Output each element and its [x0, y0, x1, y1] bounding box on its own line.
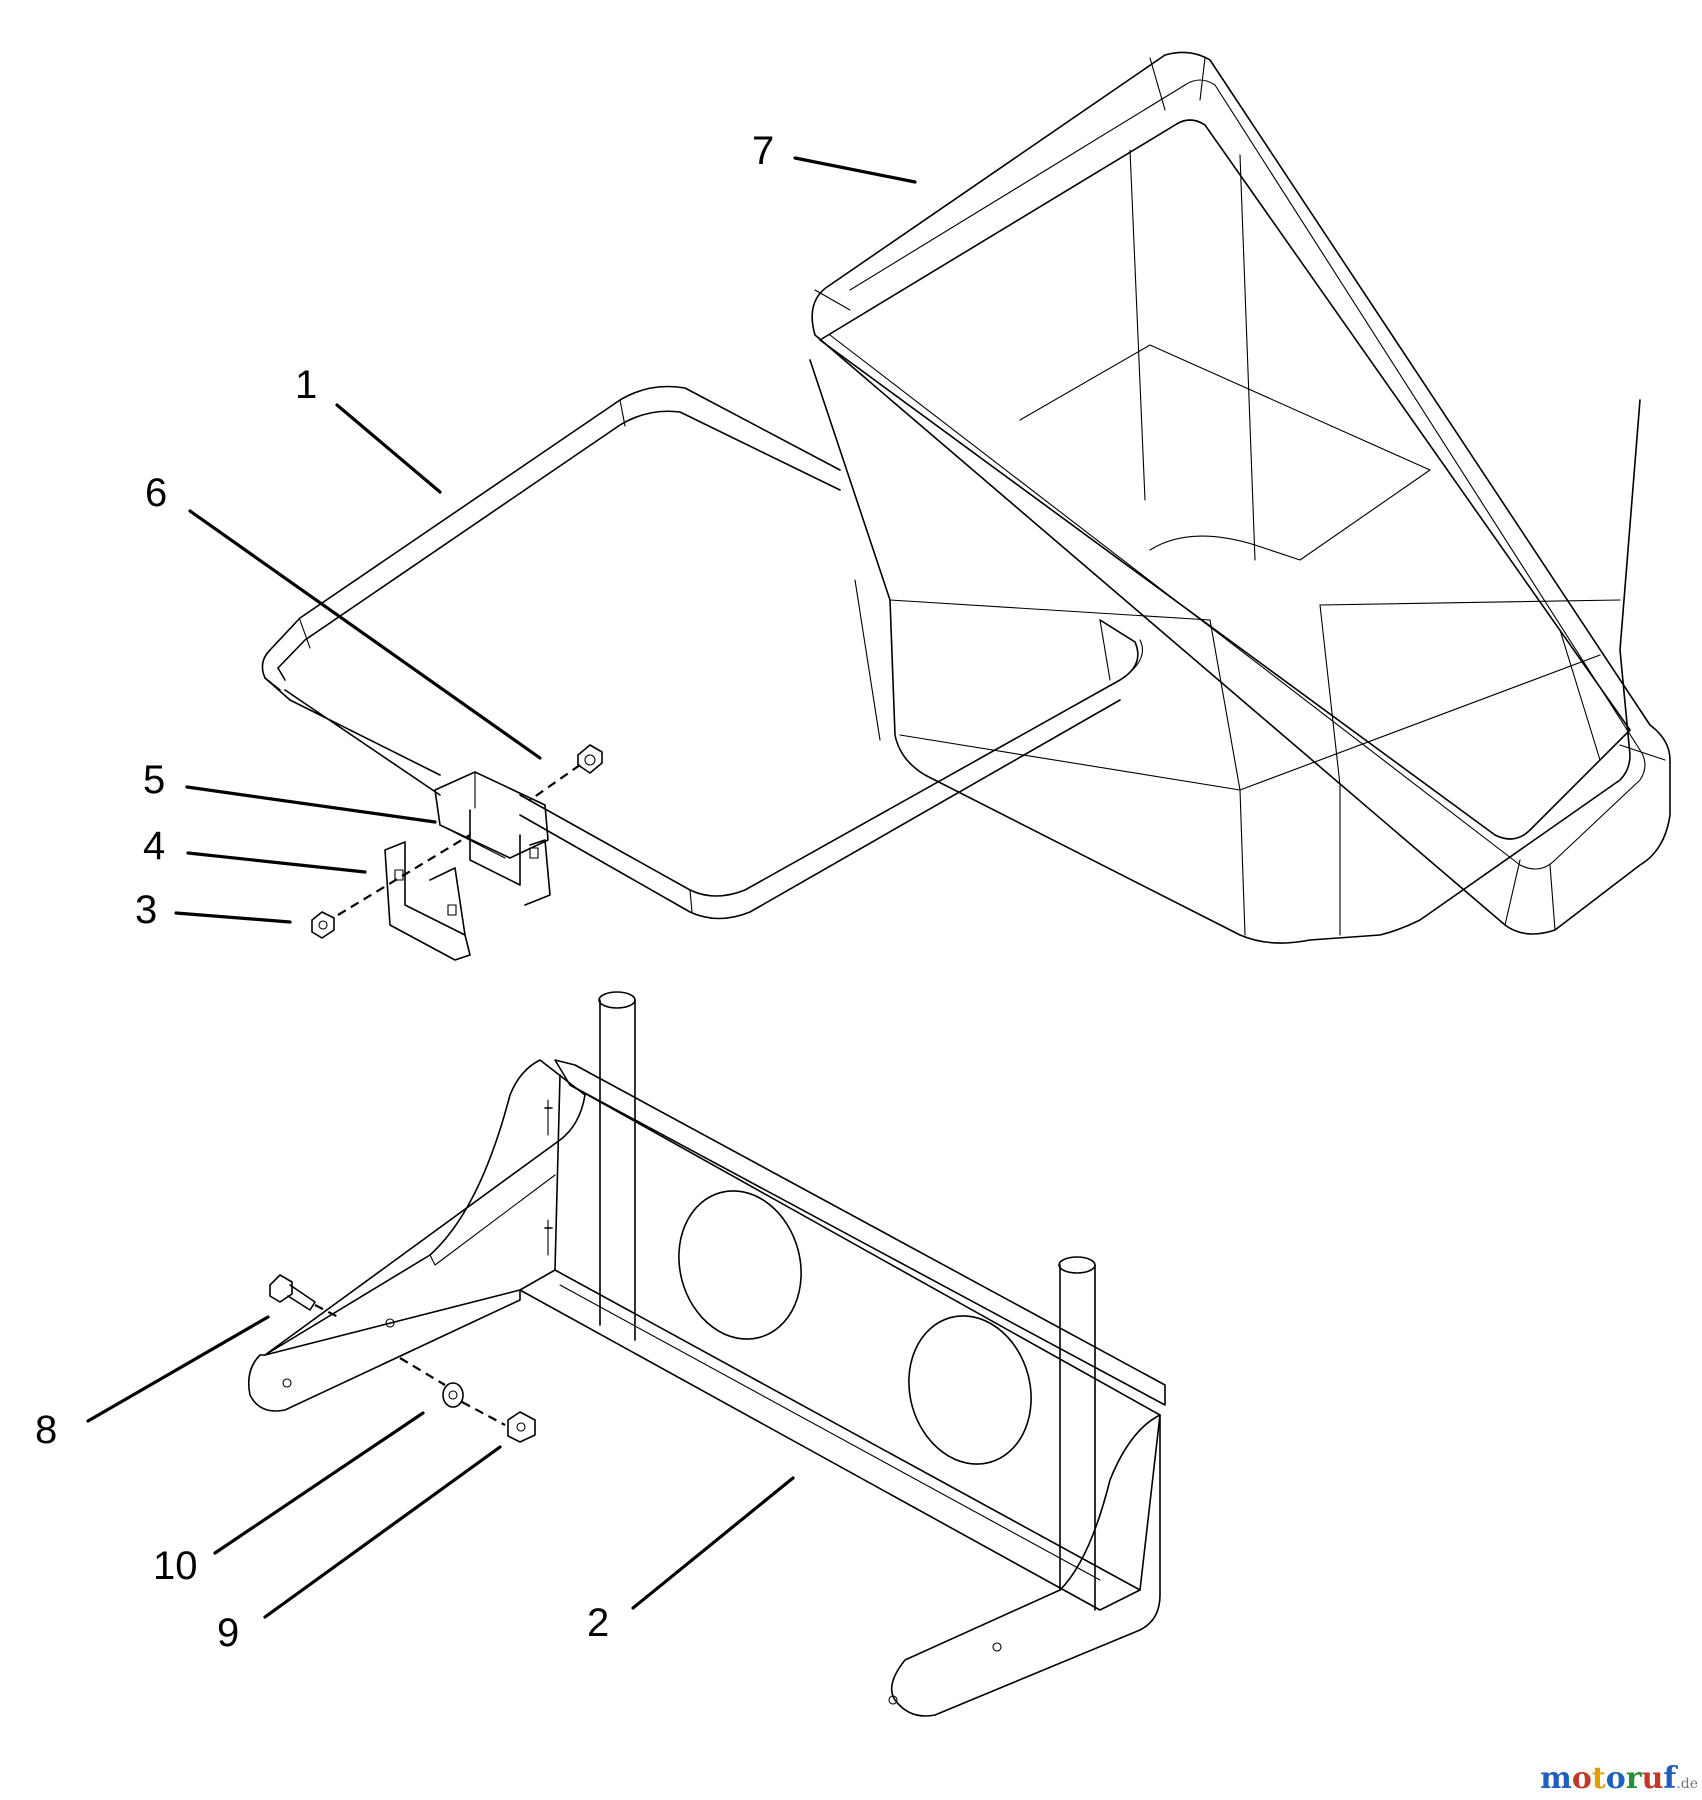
bracket-hardware	[311, 744, 603, 961]
leader-3	[174, 911, 292, 924]
leader-2	[631, 1476, 795, 1610]
callout-10: 10	[153, 1544, 198, 1588]
watermark-letter: o	[1571, 1761, 1592, 1796]
callout-8: 8	[35, 1408, 57, 1452]
part-1-handle	[261, 385, 1144, 920]
watermark-letter: u	[1641, 1761, 1664, 1796]
leader-lines	[86, 156, 917, 1619]
leader-6	[188, 509, 542, 760]
leader-9	[263, 1445, 502, 1619]
callout-6: 6	[145, 471, 167, 515]
leader-1	[335, 403, 442, 494]
watermark-letter: f	[1663, 1761, 1677, 1796]
callout-5: 5	[143, 758, 165, 802]
part-2-mount-bracket	[247, 991, 1166, 1717]
leader-8	[86, 1315, 270, 1423]
callout-9: 9	[217, 1611, 239, 1655]
leader-10	[213, 1411, 425, 1555]
callout-4: 4	[143, 824, 165, 868]
part-7-bin	[809, 51, 1671, 944]
watermark-logo: motoruf.de	[1540, 1761, 1698, 1796]
leader-5	[185, 785, 437, 824]
watermark-letter: m	[1540, 1761, 1572, 1796]
watermark-tld: .de	[1676, 1776, 1698, 1792]
callout-1: 1	[295, 363, 317, 407]
watermark-letter: r	[1625, 1761, 1642, 1796]
callout-2: 2	[587, 1601, 609, 1645]
leader-4	[186, 851, 367, 874]
callout-7: 7	[752, 129, 774, 173]
watermark-letter: t	[1591, 1761, 1606, 1796]
callout-labels: 7 1 6 5 4 3 8 10 9 2	[35, 129, 774, 1655]
watermark-text: motoruf	[1540, 1761, 1676, 1796]
watermark-letter: o	[1605, 1761, 1626, 1796]
callout-3: 3	[135, 888, 157, 932]
leader-7	[793, 156, 917, 184]
